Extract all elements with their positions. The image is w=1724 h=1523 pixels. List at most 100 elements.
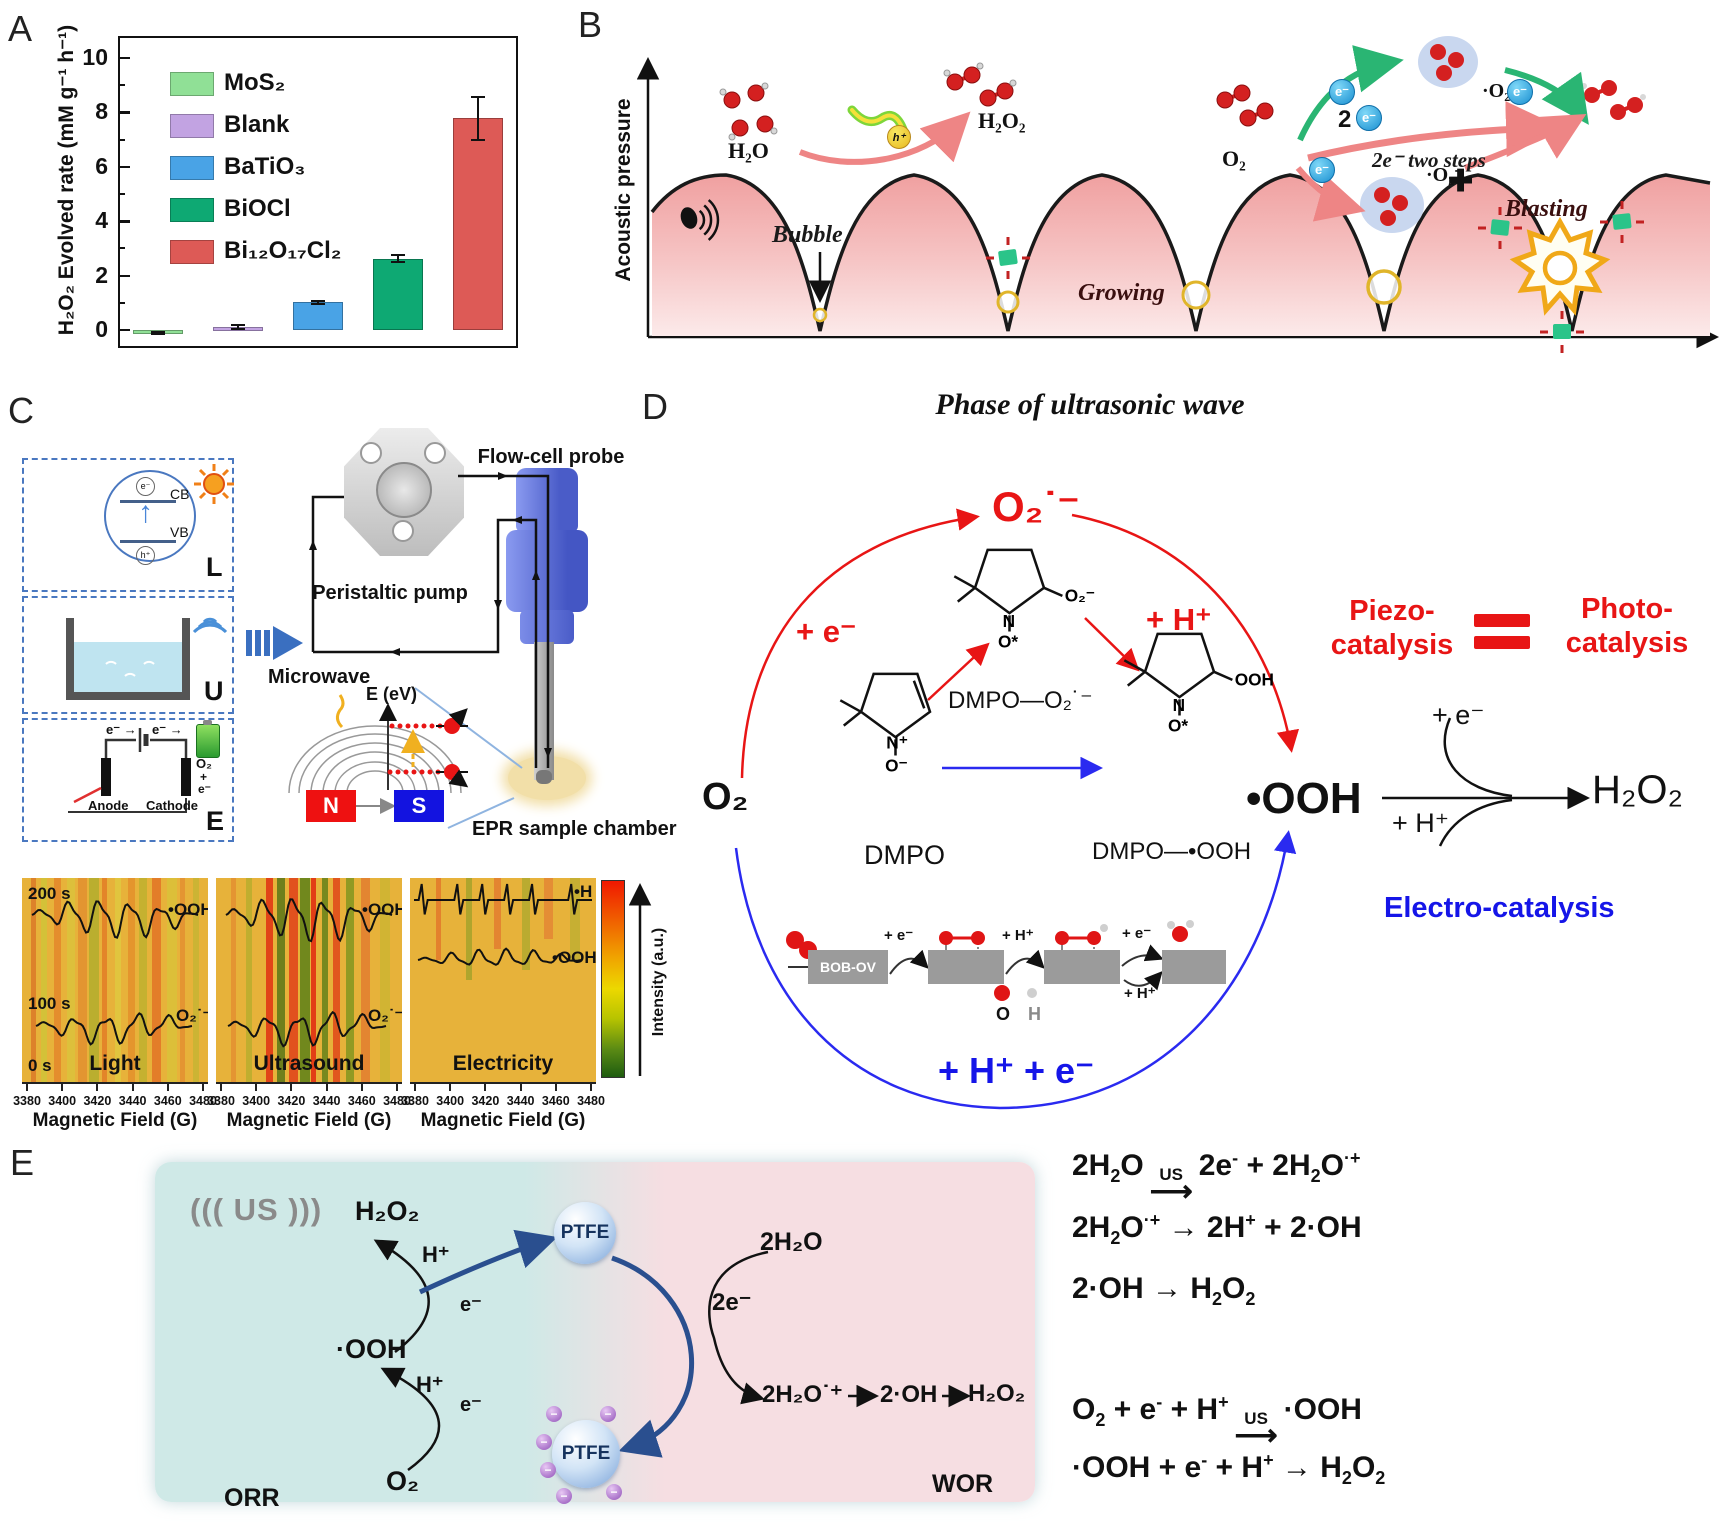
h2o2-molecules-right — [1581, 80, 1646, 120]
y-tick — [118, 329, 130, 332]
panel-e-label: E — [10, 1142, 35, 1183]
y-tick — [118, 274, 130, 277]
transducer-icon — [680, 199, 720, 241]
circle — [728, 133, 736, 141]
us-over-arrow: US⟶ — [1150, 1165, 1193, 1207]
circle — [1100, 924, 1108, 932]
to-epr-arrow — [246, 630, 252, 656]
path — [544, 748, 552, 758]
sup: ·+ — [1143, 1210, 1161, 1230]
charge-dot: − — [546, 1406, 562, 1422]
g — [1540, 311, 1584, 353]
epr-chamber-label: EPR sample chamber — [472, 818, 677, 840]
x-tick-label: 3380 — [401, 1094, 429, 1108]
pump-roller — [360, 442, 382, 464]
h2o-molecules — [719, 82, 778, 141]
sub: 2 — [1110, 1166, 1121, 1186]
charge-dot: − — [540, 1462, 556, 1478]
heatmap-streak — [543, 878, 553, 940]
chart-plot-box — [118, 36, 518, 348]
to-ptfe-arrow — [418, 1229, 558, 1295]
h-plus-label: H⁺ — [416, 1372, 444, 1397]
band-arrow-icon: ↑ — [138, 496, 153, 529]
red-wire — [73, 786, 102, 804]
one-electron-arrow-2 — [1504, 67, 1589, 125]
error-cap — [391, 261, 405, 263]
path — [143, 660, 155, 665]
sub: 2 — [1375, 1468, 1386, 1488]
map-title: Electricity — [452, 1052, 554, 1075]
legend-label: Blank — [224, 111, 290, 138]
flow-lines — [309, 472, 552, 829]
text: N — [1003, 611, 1015, 631]
electron-icon: e⁻ — [1309, 157, 1335, 183]
equation-5: ·OOH + e- + H+ → H2O2 — [1072, 1450, 1386, 1488]
equals-icon — [1474, 614, 1530, 627]
x-tick — [554, 1084, 557, 1091]
hole-icon: h⁺ — [887, 125, 911, 149]
div: Photo- — [1581, 593, 1673, 625]
x-axis — [22, 1082, 208, 1084]
blasting-starburst — [1509, 216, 1611, 316]
path — [859, 672, 932, 739]
intensity-colorbar — [601, 880, 625, 1078]
piezo-particle — [1540, 311, 1584, 353]
equals-icon — [1474, 636, 1530, 649]
bubble-large — [1181, 280, 1211, 310]
dmpo-o2-structure: N O* O₂⁻ — [953, 548, 1095, 652]
heatmap-streak — [266, 878, 274, 1082]
x-tick — [166, 1084, 169, 1091]
circle — [1374, 187, 1390, 203]
legend-label: Bi₁₂O₁₇Cl₂ — [224, 237, 342, 264]
path — [703, 204, 713, 236]
heatmap-streak — [167, 878, 178, 1082]
x-tick — [255, 1084, 258, 1091]
growing-label: Growing — [1078, 280, 1165, 306]
text: N — [1173, 695, 1185, 715]
phase-axis-label: Phase of ultrasonic wave — [935, 388, 1245, 421]
circle — [427, 769, 433, 775]
sup: + — [1218, 1392, 1229, 1412]
microwave-label: Microwave — [268, 666, 371, 688]
equation-4: O2 + e- + H+US⟶·OOH — [1072, 1392, 1362, 1453]
h-plus-label: H⁺ — [422, 1242, 450, 1267]
error-cap — [231, 323, 245, 326]
two-steps-label: 2e⁻ two steps — [1372, 148, 1486, 172]
x-tick-label: 3460 — [347, 1094, 376, 1108]
rect — [1612, 213, 1632, 230]
path — [1123, 659, 1233, 716]
text: O₂⁻ — [1065, 586, 1095, 606]
heatmap-streak — [31, 878, 37, 1082]
heatmap-streak — [53, 878, 61, 1082]
y-tick-label: 8 — [95, 98, 108, 125]
g — [1382, 717, 1590, 847]
superoxide-bottom — [1360, 177, 1424, 233]
electron-flow-label: e⁻ → — [106, 722, 137, 737]
legend-label: MoS₂ — [224, 69, 286, 96]
piezo-particle — [986, 237, 1030, 279]
span: h⁺ — [892, 131, 906, 144]
h2o-label: H₂O — [728, 138, 769, 163]
us-over-arrow: US⟶ — [1235, 1409, 1278, 1451]
x-axis — [410, 1082, 596, 1084]
g — [192, 617, 228, 634]
path — [310, 742, 440, 794]
x-tick — [414, 1084, 416, 1091]
sup: - — [1232, 1148, 1239, 1168]
wave-fill — [652, 175, 1710, 336]
span: e⁻ — [1314, 162, 1330, 177]
heatmap-streak — [569, 878, 580, 960]
e-circuit-label: e⁻ — [198, 782, 212, 796]
legend-label: BiOCl — [224, 195, 291, 222]
x-tick-label: 3420 — [83, 1094, 112, 1108]
path — [1005, 949, 1045, 975]
orr-wor-arrows — [373, 1229, 971, 1472]
h-atom-label: H — [1028, 1004, 1041, 1024]
cb-level-line — [120, 500, 176, 503]
g — [418, 1229, 695, 1458]
x-tick — [26, 1084, 28, 1091]
path — [494, 600, 502, 610]
x-tick — [449, 1084, 452, 1091]
piezo-catalysis-label: Piezo-catalysis — [1322, 594, 1462, 662]
path — [850, 108, 906, 134]
